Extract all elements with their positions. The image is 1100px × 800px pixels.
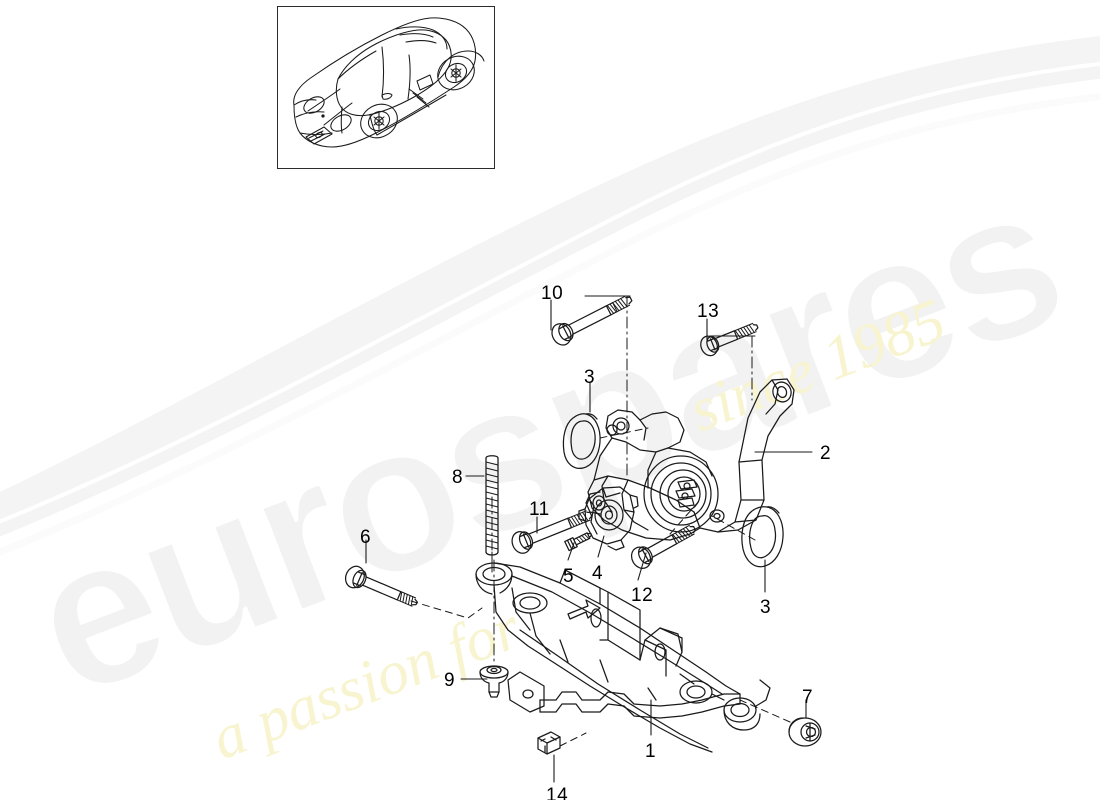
- part-14-retaining-clip: [537, 731, 561, 755]
- callout-number-2: 2: [820, 443, 832, 464]
- callout-number-11: 11: [529, 499, 550, 520]
- callout-number-12: 12: [631, 585, 654, 606]
- callout-number-7: 7: [802, 687, 814, 708]
- pointer-7: [739, 699, 791, 723]
- callout-number-1: 1: [645, 741, 657, 762]
- callout-number-6: 6: [360, 527, 372, 548]
- part-1-engine-carrier: [475, 562, 771, 753]
- callout-number-9: 9: [444, 670, 456, 691]
- pointer-3-lower: [711, 515, 756, 541]
- part-3-gasket-upper: [562, 413, 601, 470]
- part-7-flange-nut: [788, 717, 822, 747]
- part-12-bolt-flange-right: [630, 524, 697, 569]
- part-9-cap-nut: [479, 665, 509, 698]
- pointer-6: [410, 600, 483, 619]
- assembly-axis-horizontals: [584, 295, 756, 337]
- part-5-stud-bolt: [564, 532, 593, 552]
- callout-number-3a: 3: [584, 367, 596, 388]
- callout-number-13: 13: [697, 301, 720, 322]
- callout-number-3b: 3: [760, 597, 772, 618]
- part-11-bolt-medium: [511, 510, 593, 554]
- part-6-bolt-long-lower: [344, 565, 418, 607]
- leader-12: [637, 552, 647, 581]
- part-4-bracket-small: [578, 486, 639, 551]
- vehicle-thumbnail: [277, 6, 495, 169]
- leader-4: [597, 535, 605, 558]
- callout-number-10: 10: [541, 283, 564, 304]
- part-3-gasket-lower: [741, 506, 784, 568]
- callout-number-5: 5: [563, 566, 575, 587]
- callout-number-4: 4: [592, 563, 604, 584]
- car-line-drawing: [293, 17, 485, 148]
- callout-number-14: 14: [546, 785, 569, 800]
- pointer-14: [559, 732, 587, 747]
- callout-number-8: 8: [452, 467, 464, 488]
